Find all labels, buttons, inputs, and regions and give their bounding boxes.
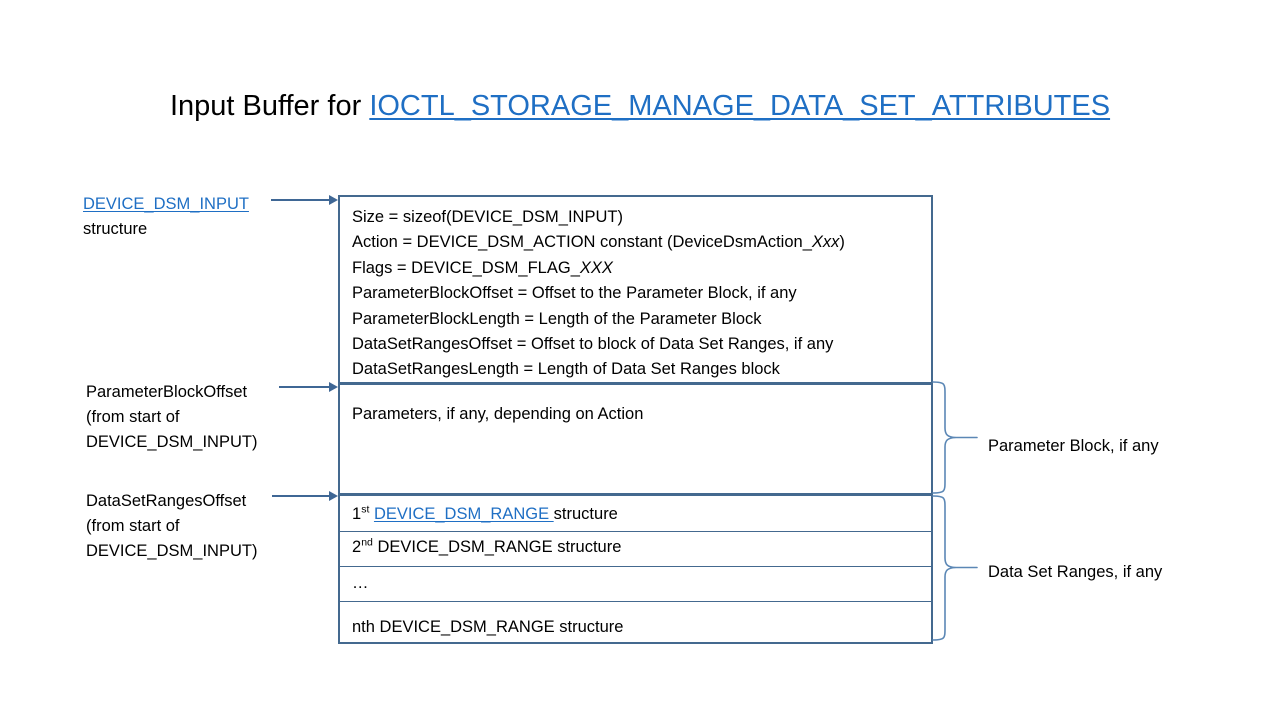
data-set-ranges-offset-line1: DataSetRangesOffset [86,492,247,510]
field-row: Action = DEVICE_DSM_ACTION constant (Dev… [352,233,845,252]
device-dsm-input-structure-text: structure [83,220,148,238]
device-dsm-input-fields: Size = sizeof(DEVICE_DSM_INPUT) Action =… [340,197,931,383]
field-row: ParameterBlockLength = Length of the Par… [352,309,762,328]
parameter-block-offset-line1: ParameterBlockOffset [86,383,248,401]
divider-range-row [338,566,933,567]
range-ordinal: nth [352,618,375,636]
divider-range-row [338,601,933,602]
field-row: DataSetRangesLength = Length of Data Set… [352,360,780,379]
divider-parameter-block-start [338,382,933,385]
data-set-ranges-offset-line3: DEVICE_DSM_INPUT) [86,542,258,560]
arrow-device-dsm-input [271,195,338,205]
page-title: Input Buffer for IOCTL_STORAGE_MANAGE_DA… [0,88,1280,124]
range-row: nth DEVICE_DSM_RANGE structure [352,615,623,640]
field-row: Flags = DEVICE_DSM_FLAG_XXX [352,258,613,277]
data-set-ranges-offset-line2: (from start of [86,517,180,535]
range-ellipsis: … [352,574,369,592]
parameter-block-offset-line2: (from start of [86,408,180,426]
divider-range-row [338,531,933,532]
label-data-set-ranges-offset: DataSetRangesOffset (from start of DEVIC… [86,489,257,564]
field-row: ParameterBlockOffset = Offset to the Par… [352,284,797,303]
label-parameter-block-offset: ParameterBlockOffset (from start of DEVI… [86,380,257,455]
device-dsm-input-link[interactable]: DEVICE_DSM_INPUT [83,195,249,213]
range-ordinal: 2 [352,538,362,556]
range-ordinal-suffix: nd [361,536,373,549]
brace-data-set-ranges [931,494,983,642]
range-structure-name: DEVICE_DSM_RANGE [377,538,558,556]
brace-parameter-block [931,380,983,495]
label-device-dsm-input: DEVICE_DSM_INPUT structure [83,192,249,242]
range-structure-name: DEVICE_DSM_RANGE [379,618,560,636]
brace-label-data-set-ranges: Data Set Ranges, if any [988,563,1163,581]
range-ordinal: 1 [352,505,362,523]
arrow-data-set-ranges-offset [272,491,338,501]
parameter-block-offset-line3: DEVICE_DSM_INPUT) [86,433,258,451]
arrow-parameter-block-offset [279,382,338,392]
brace-label-parameter-block: Parameter Block, if any [988,437,1159,455]
range-tail: structure [557,538,622,556]
parameter-block-text: Parameters, if any, depending on Action [352,405,644,423]
device-dsm-range-link[interactable]: DEVICE_DSM_RANGE [373,505,554,523]
field-row: DataSetRangesOffset = Offset to block of… [352,335,834,354]
divider-data-set-ranges-start [338,493,933,496]
input-buffer-box: Size = sizeof(DEVICE_DSM_INPUT) Action =… [338,195,933,644]
ioctl-link[interactable]: IOCTL_STORAGE_MANAGE_DATA_SET_ATTRIBUTES [369,90,1111,122]
range-row: … [352,571,369,596]
range-row: 1st DEVICE_DSM_RANGE structure [352,502,618,527]
page-title-prefix: Input Buffer for [169,90,370,122]
range-ordinal-suffix: st [361,503,370,516]
range-tail: structure [559,618,624,636]
range-tail: structure [553,505,618,523]
range-row: 2nd DEVICE_DSM_RANGE structure [352,535,621,560]
field-row: Size = sizeof(DEVICE_DSM_INPUT) [352,208,623,226]
